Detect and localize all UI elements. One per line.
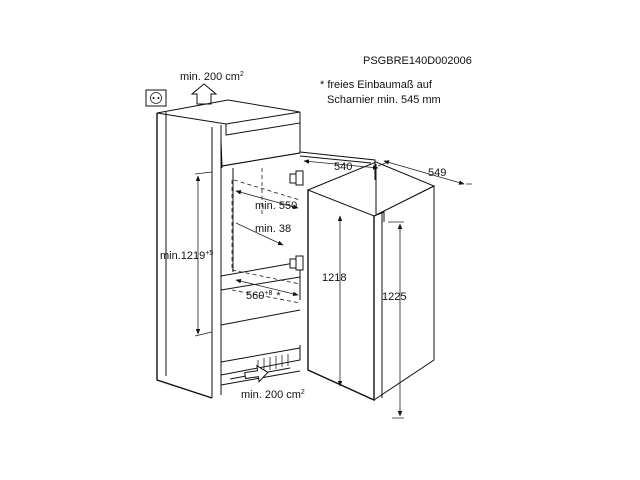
model-code: PSGBRE140D002006 bbox=[363, 55, 472, 67]
total-depth-dimension bbox=[377, 160, 472, 185]
body-height-label: 1218 bbox=[322, 272, 346, 284]
top-depth-dimension bbox=[303, 159, 379, 170]
top-depth-label: 540 bbox=[334, 161, 352, 173]
note-line-1: * freies Einbaumaß auf bbox=[320, 79, 433, 91]
niche-width-dimension bbox=[235, 279, 299, 296]
side-gap-label: min. 38 bbox=[255, 223, 291, 235]
niche-height-label: min.1219+5 bbox=[160, 250, 213, 262]
niche-width-label: 560+8* bbox=[246, 290, 281, 302]
vent-bottom-arrow bbox=[244, 364, 269, 383]
note-line-2: Scharnier min. 545 mm bbox=[327, 94, 441, 106]
niche-height-dimension bbox=[194, 171, 213, 337]
total-height-dimension bbox=[388, 221, 404, 419]
cabinet-niche bbox=[156, 99, 301, 399]
vent-top-arrow bbox=[190, 83, 218, 105]
upper-hinge bbox=[289, 170, 304, 186]
vent-top-label: min. 200 cm2 bbox=[180, 71, 244, 83]
total-height-label: 1225 bbox=[382, 291, 406, 303]
niche-depth-dimension bbox=[235, 190, 299, 209]
lower-hinge bbox=[289, 255, 304, 271]
vent-bottom-label: min. 200 cm2 bbox=[241, 389, 305, 401]
side-gap-dimension bbox=[235, 222, 284, 246]
niche-depth-label: min. 550 bbox=[255, 200, 297, 212]
power-socket-icon bbox=[145, 89, 167, 107]
total-depth-label: 549 bbox=[428, 167, 446, 179]
